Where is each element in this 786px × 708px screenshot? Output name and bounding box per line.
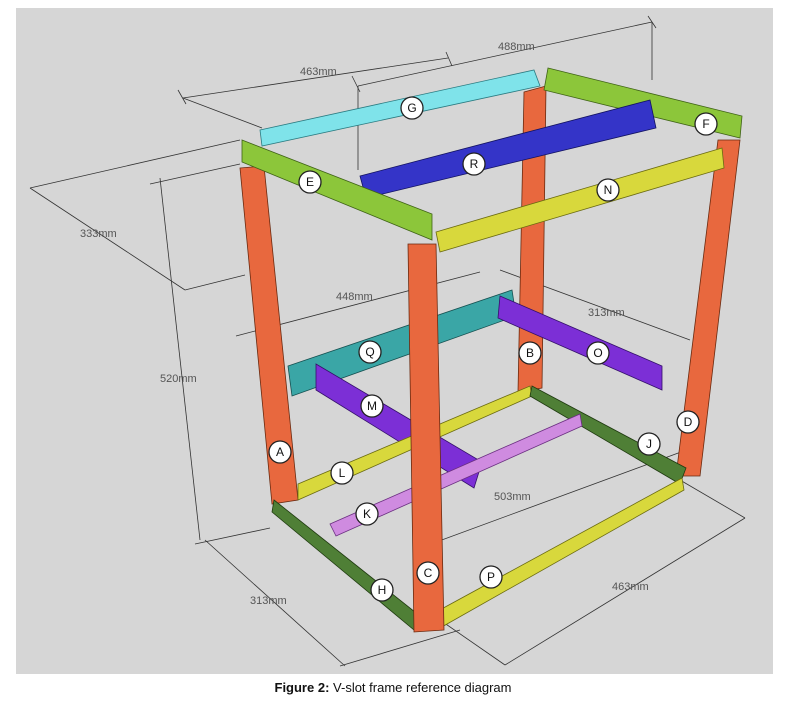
svg-text:B: B <box>526 346 534 360</box>
part-label-K: K <box>355 502 379 526</box>
extrusion-E <box>241 139 433 241</box>
extrusion-C <box>407 243 445 633</box>
part-label-R: R <box>462 152 486 176</box>
caption-text: V-slot frame reference diagram <box>333 680 512 695</box>
extrusion-N <box>435 147 725 253</box>
part-label-P: O <box>586 341 610 365</box>
part-label-M: P <box>479 565 503 589</box>
extrusion-M <box>435 477 685 629</box>
svg-text:J: J <box>646 437 652 451</box>
dimension-lines <box>29 15 746 667</box>
part-label-J: J <box>637 432 661 456</box>
dim-333: 333mm <box>80 228 117 240</box>
svg-text:N: N <box>604 183 613 197</box>
part-label-H: H <box>370 578 394 602</box>
dim-488: 488mm <box>498 41 535 53</box>
figure-caption: Figure 2: V-slot frame reference diagram <box>0 680 786 695</box>
part-label-B: B <box>518 341 542 365</box>
extrusion-P <box>497 295 663 391</box>
dimension-labels: 488mm 463mm 333mm 520mm 448mm 313mm 503m… <box>80 41 649 607</box>
part-label-E: E <box>298 170 322 194</box>
svg-text:H: H <box>378 583 387 597</box>
part-label-C: C <box>416 561 440 585</box>
part-label-F: F <box>694 112 718 136</box>
dim-503: 503mm <box>494 491 531 503</box>
svg-text:D: D <box>684 415 693 429</box>
part-label-N: N <box>596 178 620 202</box>
svg-text:O: O <box>593 346 602 360</box>
part-label-G: G <box>400 96 424 120</box>
svg-text:R: R <box>470 157 479 171</box>
extrusion-D <box>675 139 741 477</box>
svg-text:P: P <box>487 570 495 584</box>
part-label-Q: Q <box>358 340 382 364</box>
svg-text:E: E <box>306 175 314 189</box>
dim-448: 448mm <box>336 291 373 303</box>
svg-text:M: M <box>367 399 377 413</box>
dim-463-top: 463mm <box>300 66 337 78</box>
extrusion-K <box>329 413 583 537</box>
dim-463-bottom: 463mm <box>612 581 649 593</box>
part-label-O: M <box>360 394 384 418</box>
part-label-A: A <box>268 440 292 464</box>
svg-text:L: L <box>339 466 346 480</box>
svg-text:F: F <box>702 117 709 131</box>
svg-text:K: K <box>363 507 371 521</box>
extrusion-G <box>259 69 541 147</box>
svg-text:Q: Q <box>365 345 374 359</box>
dim-313-right: 313mm <box>588 307 625 319</box>
svg-text:C: C <box>424 566 433 580</box>
dim-520: 520mm <box>160 373 197 385</box>
dim-313-bottom: 313mm <box>250 595 287 607</box>
part-label-L: L <box>330 461 354 485</box>
svg-text:G: G <box>407 101 416 115</box>
caption-label: Figure 2: <box>274 680 330 695</box>
svg-text:A: A <box>276 445 284 459</box>
part-label-D: D <box>676 410 700 434</box>
